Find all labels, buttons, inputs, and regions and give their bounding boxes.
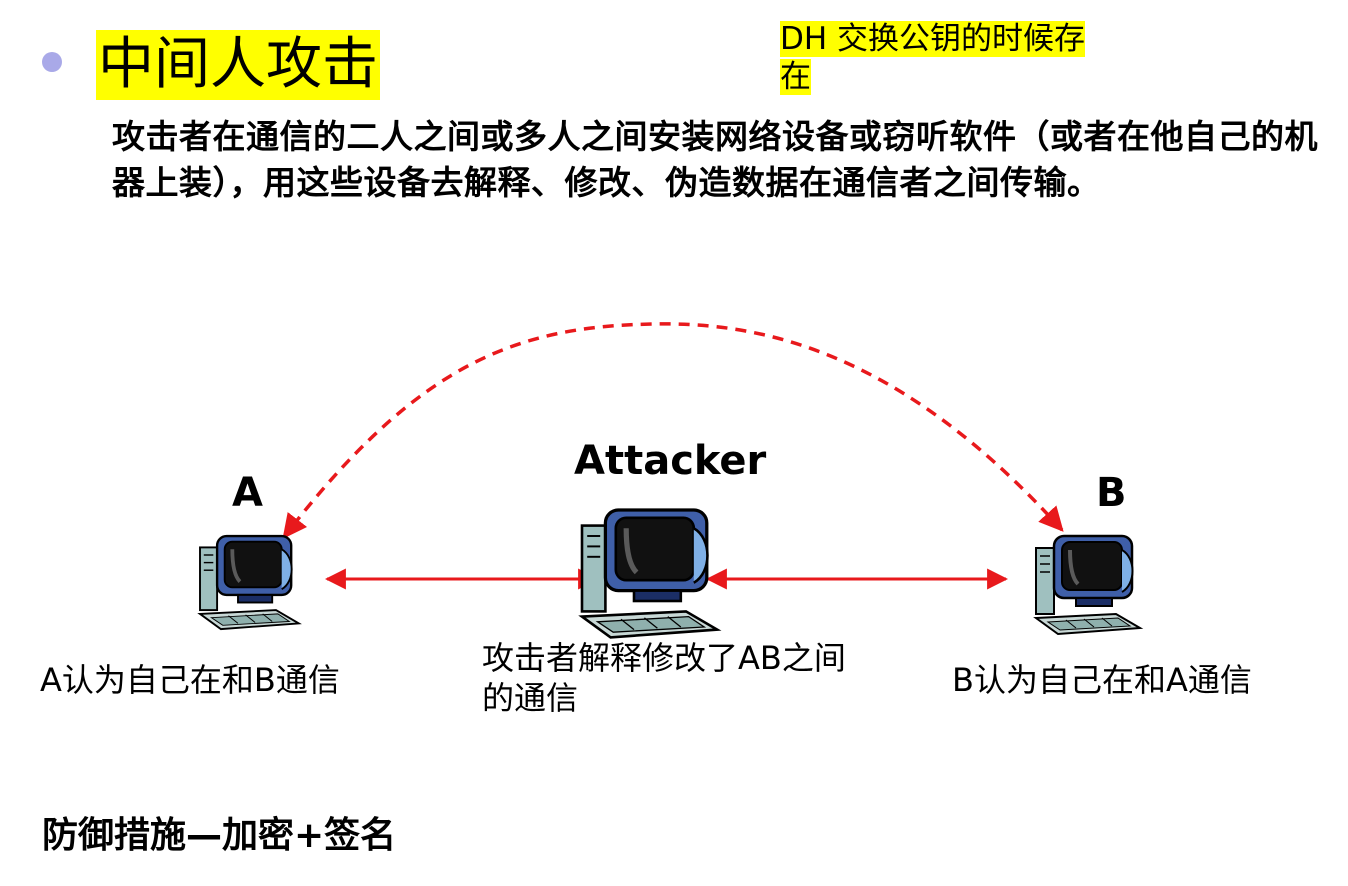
- computer-a-icon: [198, 534, 301, 631]
- bullet-icon: [42, 52, 62, 72]
- slide-title: 中间人攻击: [96, 30, 380, 100]
- highlight-note: DH 交换公钥的时候存在: [780, 20, 1110, 96]
- dashed-arc-arrow: [282, 322, 1064, 539]
- defense-text: 防御措施—加密+签名: [42, 815, 397, 856]
- caption-attacker: 攻击者解释修改了AB之间的通信: [482, 639, 846, 717]
- attacker-label: Attacker: [574, 438, 767, 484]
- caption-a: A认为自己在和B通信: [40, 661, 340, 699]
- computer-b-icon: [1034, 534, 1142, 636]
- description-text: 攻击者在通信的二人之间或多人之间安装网络设备或窃听软件（或者在他自己的机器上装）…: [112, 117, 1318, 202]
- node-a-label: A: [232, 470, 263, 516]
- computer-attacker-icon: [582, 510, 717, 637]
- node-b-label: B: [1096, 470, 1127, 516]
- caption-b: B认为自己在和A通信: [952, 661, 1252, 699]
